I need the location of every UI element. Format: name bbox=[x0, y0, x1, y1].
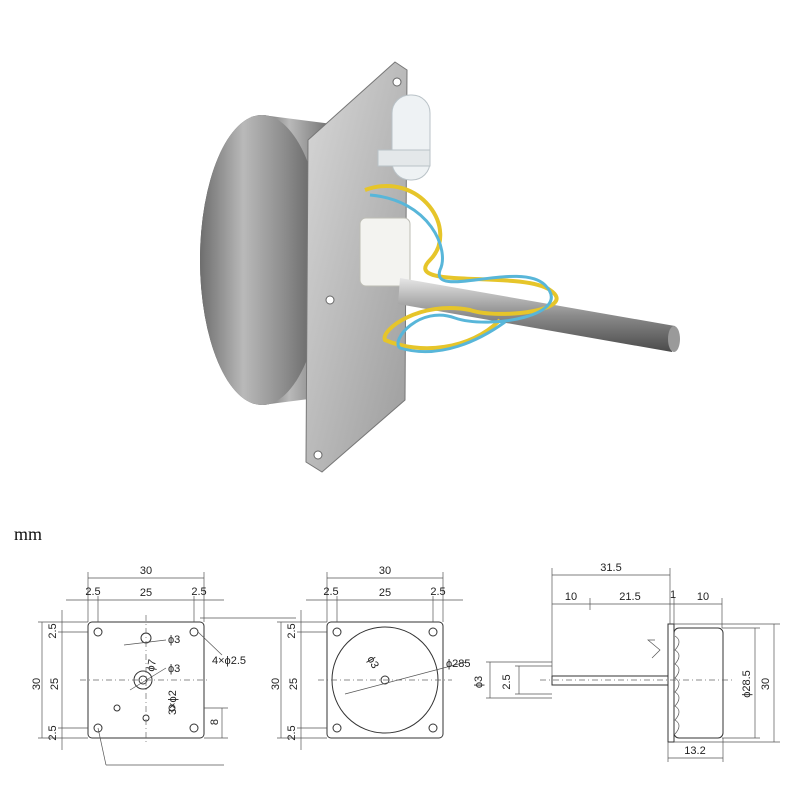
back-edge-right: 2.5 bbox=[430, 586, 445, 598]
back-body-dia: ϕ285 bbox=[446, 658, 471, 670]
back-view: 30 2.5 25 2.5 30 25 2.5 2.5 ϕ3 ϕ285 bbox=[270, 565, 471, 750]
side-mid-part: 21.5 bbox=[619, 591, 640, 603]
unit-label: mm bbox=[14, 524, 43, 544]
front-small-holes: 3×ϕ2 bbox=[167, 690, 179, 715]
back-overall-width: 30 bbox=[379, 565, 391, 577]
front-hole-d3-top: ϕ3 bbox=[168, 634, 180, 646]
back-vertical-spacing: 25 bbox=[288, 678, 300, 690]
side-overall-length: 31.5 bbox=[600, 562, 621, 574]
side-shaft-dia: ϕ3 bbox=[473, 676, 485, 688]
back-vertical-bottom: 2.5 bbox=[286, 725, 298, 740]
front-hole-d3-center: ϕ3 bbox=[168, 663, 180, 675]
back-overall-height: 30 bbox=[270, 678, 282, 690]
front-vertical-top: 2.5 bbox=[47, 623, 59, 638]
front-vertical-spacing: 25 bbox=[49, 678, 61, 690]
back-shaft-dia: ϕ3 bbox=[364, 654, 381, 671]
side-total-depth: 13.2 bbox=[684, 745, 705, 757]
front-mount-holes: 4×ϕ2.5 bbox=[212, 655, 246, 667]
side-height: 30 bbox=[760, 678, 772, 690]
back-edge-left: 2.5 bbox=[323, 586, 338, 598]
side-body-dia: ϕ28.5 bbox=[741, 670, 753, 698]
back-vertical-top: 2.5 bbox=[286, 623, 298, 638]
front-view: 30 2.5 25 2.5 30 25 2.5 2.5 ϕ3 ϕ7 ϕ3 4×ϕ… bbox=[31, 565, 296, 766]
front-edge-right: 2.5 bbox=[191, 586, 206, 598]
side-view: 31.5 10 21.5 1 10 ϕ28.5 30 13.2 ϕ3 2.5 bbox=[473, 562, 780, 762]
side-plate-thickness: 1 bbox=[670, 589, 676, 601]
front-overall-height: 30 bbox=[31, 678, 43, 690]
front-hole-spacing: 25 bbox=[140, 587, 152, 599]
side-body-depth: 10 bbox=[697, 591, 709, 603]
front-edge-left: 2.5 bbox=[85, 586, 100, 598]
side-shaft-part: 10 bbox=[565, 591, 577, 603]
back-hole-spacing: 25 bbox=[379, 587, 391, 599]
front-overall-width: 30 bbox=[140, 565, 152, 577]
motor-photo bbox=[200, 61, 680, 473]
front-dim-8: 8 bbox=[209, 719, 221, 725]
side-shaft-flat: 2.5 bbox=[501, 674, 513, 689]
front-vertical-bottom: 2.5 bbox=[47, 725, 59, 740]
front-hole-d7: ϕ7 bbox=[145, 658, 159, 672]
